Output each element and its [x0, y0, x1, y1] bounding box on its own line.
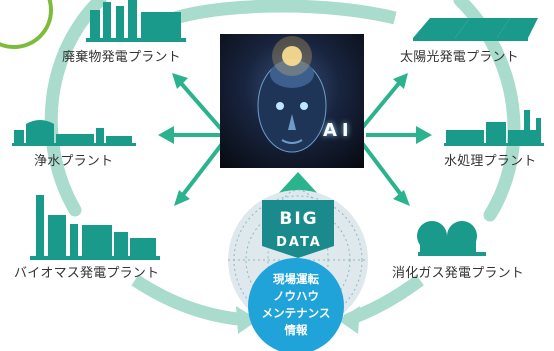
- label-water-treatment-plant: 水処理プラント: [444, 154, 537, 169]
- water-plant-icon: [12, 120, 136, 146]
- info-line-2: ノウハウ: [273, 289, 319, 303]
- solar-panel-icon: [413, 18, 538, 41]
- gas-tank-icon: [417, 221, 486, 256]
- info-circle: 現場運転 ノウハウ メンテナンス 情報: [248, 259, 344, 351]
- bigdata-line1: BIG: [279, 209, 319, 229]
- label-biomass-plant: バイオマス発電プラント: [14, 266, 160, 281]
- label-solar-plant: 太陽光発電プラント: [400, 50, 519, 65]
- label-digestion-gas-plant: 消化ガス発電プラント: [392, 266, 525, 281]
- badge: [0, 0, 53, 49]
- badge-text: 担う: [0, 1, 44, 26]
- water-treatment-icon: [444, 110, 544, 146]
- info-circle-bg: [248, 258, 344, 351]
- bigdata-line2: DATA: [276, 235, 322, 250]
- info-line-3: メンテナンス: [261, 306, 331, 320]
- biomass-plant-icon: [30, 195, 160, 260]
- ai-label: AI: [323, 120, 354, 141]
- label-waste-plant: 廃棄物発電プラント: [62, 50, 181, 65]
- ai-head-icon: [220, 34, 364, 168]
- waste-plant-icon: [86, 0, 186, 42]
- ai-arrows: [158, 73, 432, 206]
- info-line-1: 現場運転: [273, 272, 319, 286]
- label-water-plant: 浄水プラント: [34, 154, 114, 169]
- info-line-4: 情報: [284, 323, 308, 337]
